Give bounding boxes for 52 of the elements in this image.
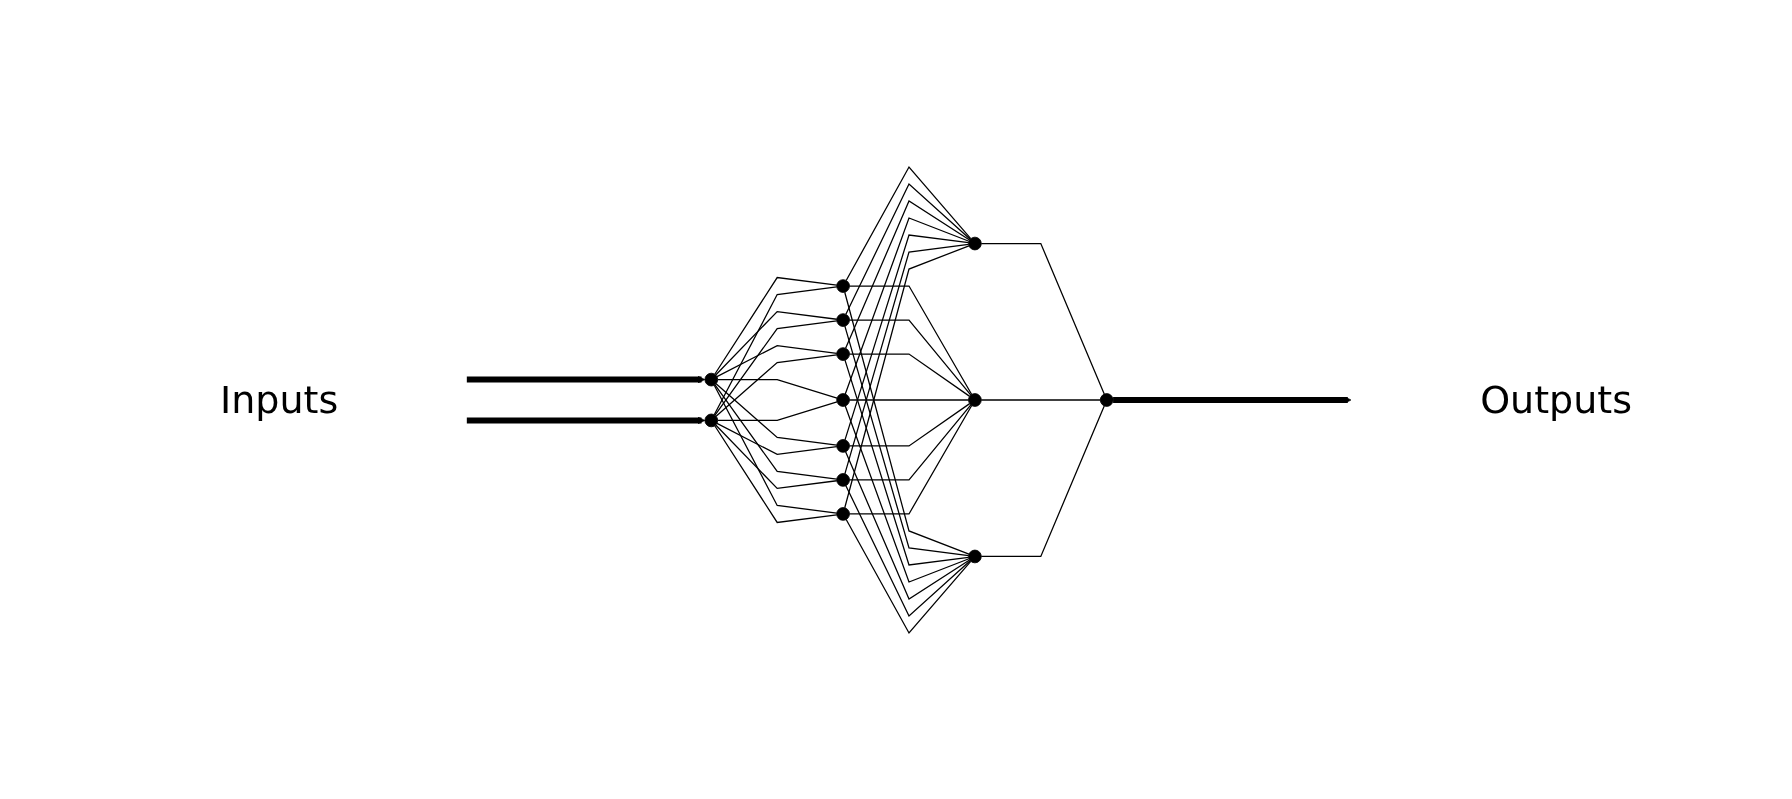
connection-line [716,422,838,455]
connection-line [849,398,970,401]
connection-line [845,182,971,315]
connection-line [713,384,838,514]
connection-line [849,403,972,481]
connection-line [717,400,838,421]
layer-label: Inputs [220,377,339,422]
neuron-circle [1100,392,1114,407]
connection-line [715,310,838,376]
connection-line [714,276,838,375]
neuron-circle [704,372,719,386]
connection-line [845,484,971,617]
connection-line [844,404,970,583]
neuron-circle [704,413,719,427]
connection-line [717,378,838,399]
neuron-circle [836,392,851,407]
neuron-circle [968,549,982,563]
neuron-circle [968,236,982,250]
connection-line [715,423,838,489]
connection-line [714,424,838,523]
neuron-circle [836,278,851,293]
connection-line [849,404,973,515]
arrow [467,416,706,424]
connection-line [844,233,970,440]
neuron-circle [836,438,851,453]
connection-line [849,284,973,395]
connection-line [980,242,1106,395]
neuron-circle [836,472,851,487]
connection-line [714,319,838,416]
connection-line [716,344,838,377]
connection-line [849,352,971,397]
connection-line [715,353,838,417]
connection-line [845,199,971,349]
connection-line [849,318,972,396]
connection-line [980,404,1106,557]
connection-line [713,285,838,415]
connection-line [845,450,971,600]
neuron-circle [836,506,851,521]
neuron-circle [836,312,851,327]
connection-line [844,359,970,566]
connection-line [844,216,970,395]
connection-line [849,402,971,447]
neuron-circle [968,392,982,407]
connection-line [980,398,1102,401]
arrow [467,375,706,383]
connection-line [845,518,972,634]
connection-line [845,165,972,281]
neuron-circle [836,346,851,361]
layer-label: Outputs [1480,377,1632,422]
arrow [1113,395,1352,404]
connection-line [715,382,838,446]
connection-line [714,383,838,480]
